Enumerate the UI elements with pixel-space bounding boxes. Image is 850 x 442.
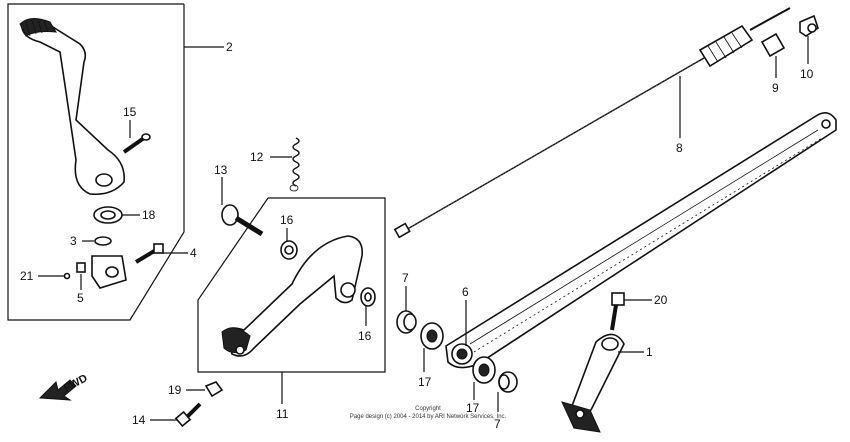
washer-16-a[interactable] [280, 240, 298, 260]
bearing-17-b[interactable] [472, 356, 496, 384]
callout-4: 4 [190, 246, 197, 260]
nut-10[interactable] [799, 14, 819, 37]
callout-7-b: 7 [494, 417, 501, 431]
callout-12: 12 [250, 150, 264, 164]
callout-8: 8 [676, 141, 683, 155]
pin-5[interactable] [76, 262, 86, 273]
joint-9[interactable] [760, 32, 786, 58]
callout-6: 6 [462, 285, 469, 299]
callout-5: 5 [77, 291, 84, 305]
pivot-bolt-13[interactable] [221, 204, 264, 237]
callout-21: 21 [20, 269, 34, 283]
callout-16-a: 16 [280, 213, 294, 227]
callout-1: 1 [646, 345, 653, 359]
callout-17-b: 17 [466, 401, 480, 415]
callout-15: 15 [123, 105, 137, 119]
seal-18[interactable] [93, 206, 123, 224]
ball-21[interactable] [63, 272, 71, 280]
spring-12[interactable] [289, 137, 300, 192]
callout-16-b: 16 [358, 329, 372, 343]
copyright-line-1: Copyright [415, 406, 441, 412]
copyright-line-2: Page design (c) 2004 - 2014 by ARI Netwo… [350, 414, 507, 420]
nut-19[interactable] [204, 381, 224, 398]
bolt-15[interactable] [122, 133, 151, 154]
fwd-label: FWD [62, 372, 90, 394]
callout-10: 10 [800, 67, 814, 81]
torque-arm-6[interactable] [445, 112, 837, 369]
callout-17-a: 17 [418, 375, 432, 389]
brake-pedal-group-box [197, 197, 386, 373]
callout-20: 20 [654, 293, 668, 307]
boss-3[interactable] [91, 236, 127, 289]
collar-7-b[interactable] [498, 371, 518, 393]
kick-starter-group-box [7, 3, 185, 321]
brake-pedal[interactable] [221, 235, 364, 357]
bolt-20[interactable] [610, 292, 625, 331]
brake-rod-8[interactable] [393, 7, 791, 239]
callout-18: 18 [142, 208, 156, 222]
washer-16-b[interactable] [360, 287, 376, 307]
collar-7-a[interactable] [396, 310, 417, 334]
kick-starter-arm[interactable] [19, 18, 125, 196]
callout-3: 3 [70, 234, 77, 248]
callout-11: 11 [276, 407, 289, 421]
callout-19: 19 [168, 383, 182, 397]
fwd-arrow [38, 379, 77, 401]
callout-13: 13 [214, 163, 228, 177]
bolt-14[interactable] [174, 402, 202, 428]
bearing-17-a[interactable] [420, 322, 444, 350]
leader-lines [38, 36, 809, 421]
callout-2: 2 [226, 40, 233, 54]
callout-9: 9 [772, 81, 779, 95]
arm-1[interactable] [561, 333, 625, 433]
callout-14: 14 [132, 413, 146, 427]
bolt-4[interactable] [134, 243, 164, 264]
callout-7-a: 7 [402, 271, 409, 285]
